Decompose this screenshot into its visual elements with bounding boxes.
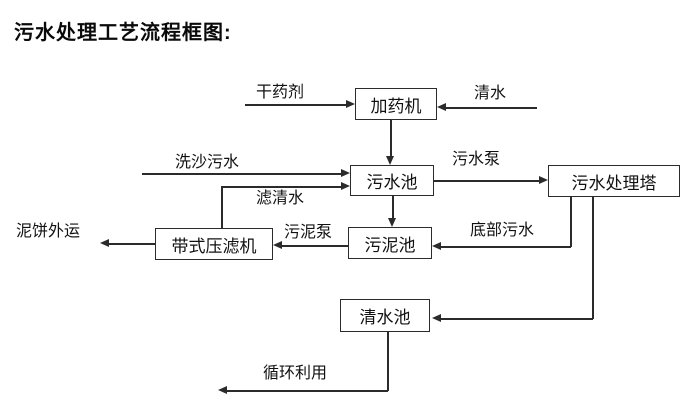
label-dry-agent: 干药剂 bbox=[256, 84, 305, 101]
edge-recycle-hline bbox=[227, 390, 388, 392]
arrowhead-left-icon bbox=[437, 103, 446, 111]
edge-sludge-pump-line bbox=[282, 245, 348, 247]
node-sewage-pool: 污水池 bbox=[350, 165, 434, 196]
arrowhead-down-icon bbox=[386, 156, 394, 165]
arrowhead-right-icon bbox=[341, 182, 350, 190]
edge-filtered-water-vline bbox=[221, 187, 223, 228]
edge-dry-agent-line bbox=[245, 104, 346, 106]
edge-mud-cake-line bbox=[109, 243, 155, 245]
arrowhead-left-icon bbox=[432, 242, 441, 250]
page-title: 污水处理工艺流程框图: bbox=[14, 22, 232, 44]
label-filtered-water: 滤清水 bbox=[256, 190, 305, 207]
arrowhead-down-icon bbox=[388, 218, 396, 227]
edge-tower-to-clean-vline bbox=[592, 197, 594, 319]
edge-dosing-to-sewage-line bbox=[390, 120, 392, 156]
edge-clean-water-line bbox=[446, 107, 537, 109]
label-bottom-sewage: 底部污水 bbox=[470, 222, 535, 239]
arrowhead-right-icon bbox=[341, 169, 350, 177]
edge-recycle-vline bbox=[387, 332, 389, 391]
label-sewage-pump: 污水泵 bbox=[452, 151, 501, 168]
arrowhead-right-icon bbox=[539, 176, 548, 184]
node-sludge-pool-label: 污泥池 bbox=[364, 235, 416, 255]
edge-sewage-pump-line bbox=[434, 180, 539, 182]
arrowhead-left-icon bbox=[273, 241, 282, 249]
arrowhead-left-icon bbox=[100, 239, 109, 247]
node-clean-water-pool-label: 清水池 bbox=[359, 308, 411, 327]
arrowhead-left-icon bbox=[432, 314, 441, 322]
node-dosing-machine-label: 加药机 bbox=[370, 96, 422, 116]
node-dosing-machine: 加药机 bbox=[355, 88, 437, 120]
node-sludge-pool: 污泥池 bbox=[348, 227, 432, 259]
node-clean-water-pool: 清水池 bbox=[340, 299, 430, 332]
label-clean-water: 清水 bbox=[474, 85, 507, 102]
arrowhead-left-icon bbox=[218, 386, 227, 394]
node-sewage-pool-label: 污水池 bbox=[366, 173, 418, 192]
edge-bottom-sewage-vline bbox=[570, 197, 572, 247]
edge-tower-to-clean-hline bbox=[441, 318, 593, 320]
node-belt-filter-press-label: 带式压滤机 bbox=[171, 236, 257, 256]
edge-sewage-to-sludge-line bbox=[392, 196, 394, 218]
node-sewage-treatment-tower-label: 污水处理塔 bbox=[571, 173, 657, 193]
label-sand-washing-sewage: 洗沙污水 bbox=[175, 154, 240, 171]
node-sewage-treatment-tower: 污水处理塔 bbox=[548, 165, 680, 197]
label-recycle-use: 循环利用 bbox=[263, 365, 328, 382]
edge-filtered-water-hline bbox=[221, 186, 341, 188]
edge-bottom-sewage-hline bbox=[441, 246, 571, 248]
edge-sand-washing-line bbox=[142, 173, 341, 175]
label-sludge-pump: 污泥泵 bbox=[284, 224, 333, 241]
node-belt-filter-press: 带式压滤机 bbox=[155, 228, 273, 260]
arrowhead-right-icon bbox=[346, 100, 355, 108]
label-mud-cake-out: 泥饼外运 bbox=[16, 223, 81, 240]
